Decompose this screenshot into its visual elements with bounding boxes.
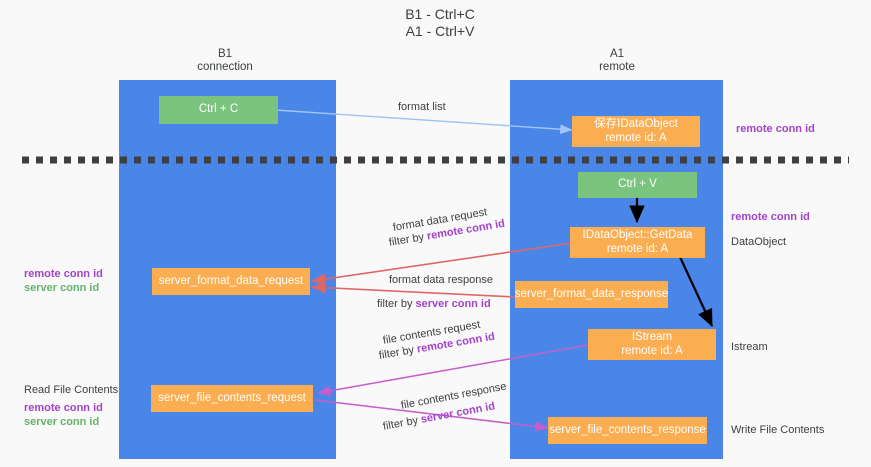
annotation-dataobject: DataObject (731, 236, 787, 248)
column-heading-b1: B1 connection (197, 48, 253, 73)
box-getdata-sublabel: remote id: A (606, 242, 669, 255)
box-save-idataobject[interactable]: 保存IDataObject remote id: A (572, 116, 700, 147)
box-server-format-data-response[interactable]: server_format_data_response (515, 281, 668, 308)
annotation-istream: Istream (731, 341, 768, 353)
box-server-format-data-response-label: server_format_data_response (514, 287, 669, 300)
box-ctrl-c[interactable]: Ctrl + C (159, 96, 278, 124)
filter-value-server-conn-id: server conn id (415, 298, 491, 310)
box-save-idataobject-sublabel: remote id: A (605, 131, 667, 144)
filter-prefix: filter by (377, 298, 416, 310)
arrow-format-data-response (311, 282, 516, 298)
box-server-format-data-request[interactable]: server_format_data_request (152, 268, 310, 295)
annotation-write-file-contents: Write File Contents (731, 424, 825, 436)
label-format-list: format list (398, 101, 446, 113)
box-server-file-contents-response[interactable]: server_file_contents_response (548, 417, 707, 444)
box-getdata-label: IDataObject::GetData (582, 229, 693, 241)
box-istream-sublabel: remote id: A (621, 344, 683, 357)
annotation-read-file-contents: Read File Contents (24, 384, 119, 396)
filter-prefix: filter by (382, 413, 423, 433)
box-istream-label: IStream (631, 331, 673, 343)
annotation-left-server-conn-id-2: server conn id (24, 416, 100, 428)
annotation-left-remote-conn-id-1: remote conn id (24, 268, 103, 280)
column-heading-a1: A1 remote (599, 48, 635, 73)
box-ctrl-v-label: Ctrl + V (618, 178, 657, 191)
box-server-format-data-request-label: server_format_data_request (158, 274, 304, 287)
annotation-left-server-conn-id-1: server conn id (24, 282, 100, 294)
box-server-file-contents-request[interactable]: server_file_contents_request (151, 385, 313, 412)
annotation-remote-conn-id-mid: remote conn id (731, 211, 810, 223)
box-server-file-contents-response-label: server_file_contents_response (549, 423, 706, 436)
box-server-file-contents-request-label: server_file_contents_request (158, 391, 306, 404)
box-getdata[interactable]: IDataObject::GetData remote id: A (570, 227, 705, 258)
page-title: B1 - Ctrl+C A1 - Ctrl+V (405, 6, 475, 39)
box-save-idataobject-label: 保存IDataObject (594, 118, 678, 130)
label-format-data-response: format data response (389, 274, 493, 286)
box-ctrl-v[interactable]: Ctrl + V (578, 172, 697, 198)
annotation-remote-conn-id-top: remote conn id (736, 123, 815, 135)
label-format-data-response-filter: filter by server conn id (377, 298, 491, 312)
annotation-left-remote-conn-id-2: remote conn id (24, 402, 103, 414)
box-ctrl-c-label: Ctrl + C (198, 103, 239, 116)
box-istream[interactable]: IStream remote id: A (588, 329, 716, 360)
